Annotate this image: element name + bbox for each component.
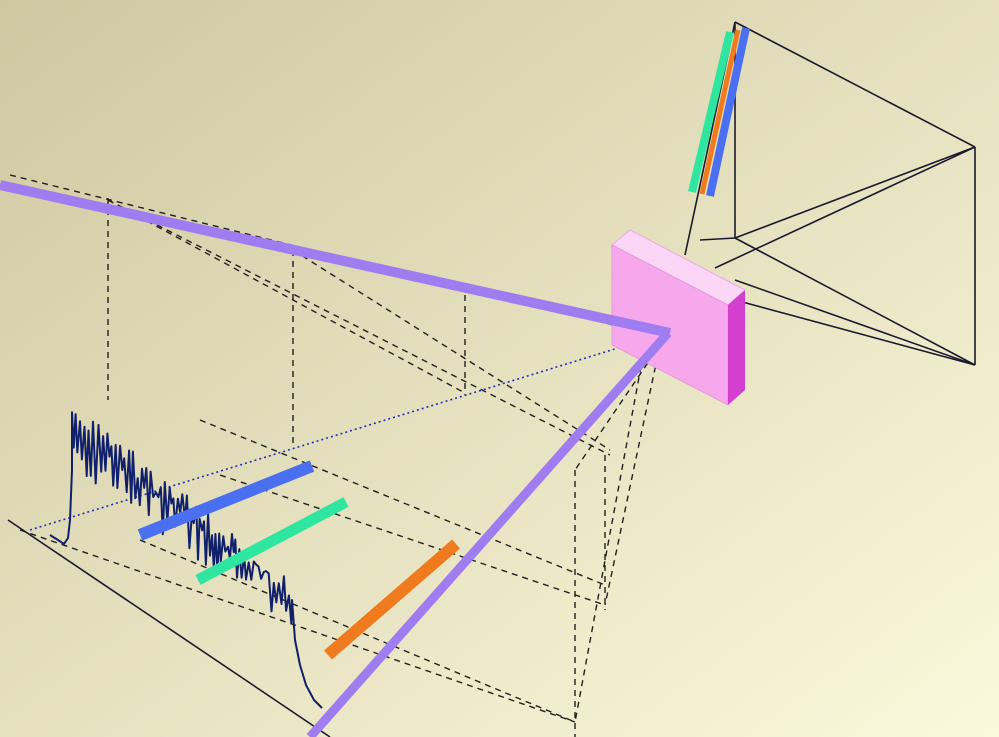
crystal bbox=[611, 229, 746, 406]
band-blue bbox=[137, 460, 315, 541]
incident-beam bbox=[0, 180, 672, 338]
detector-band-green bbox=[688, 31, 734, 193]
spectrum-trace bbox=[49, 411, 323, 709]
crystal-side-face bbox=[728, 290, 745, 405]
beams bbox=[0, 180, 672, 737]
detector-bands bbox=[688, 27, 750, 197]
wavelength-bands bbox=[137, 460, 460, 660]
detector-band-orange bbox=[699, 29, 741, 195]
ground-lines bbox=[7, 519, 331, 737]
band-green bbox=[195, 497, 349, 585]
detector-band-blue bbox=[706, 27, 750, 197]
diffracted-beam bbox=[306, 330, 672, 737]
band-orange bbox=[324, 539, 460, 660]
detector-frame bbox=[684, 21, 976, 366]
